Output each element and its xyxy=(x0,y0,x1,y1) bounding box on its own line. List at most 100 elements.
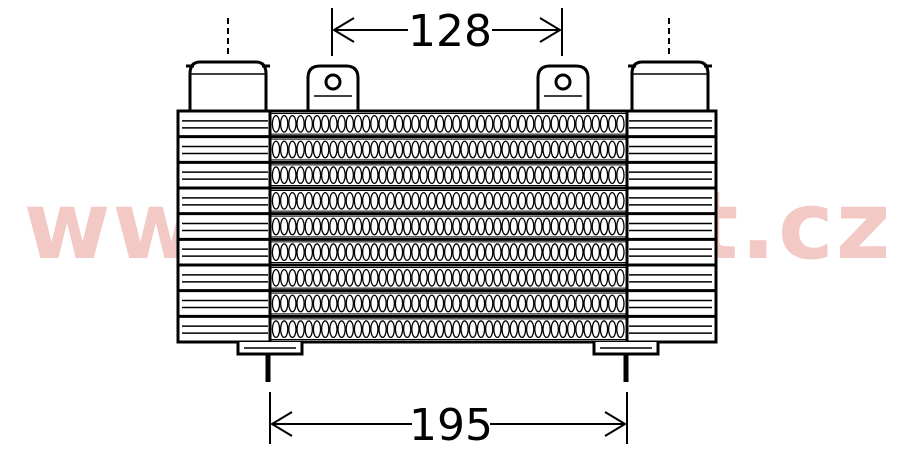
fin-loop xyxy=(353,243,363,262)
fin-loop xyxy=(501,294,510,313)
fin-loop xyxy=(476,191,486,210)
fin-loop xyxy=(370,140,379,159)
fin-loop xyxy=(558,191,568,210)
fin-loop xyxy=(427,140,437,159)
fin-loop xyxy=(304,217,314,236)
fin-loop xyxy=(296,140,305,159)
fin-loop xyxy=(591,320,601,339)
fin-loop xyxy=(566,114,576,133)
fin-loop xyxy=(542,320,551,339)
fin-loop xyxy=(337,217,346,236)
fin-loop xyxy=(353,114,363,133)
fin-loop xyxy=(575,114,584,133)
fin-loop xyxy=(509,243,519,262)
fin-loop xyxy=(542,114,551,133)
fin-loop xyxy=(591,217,601,236)
fin-loop xyxy=(337,320,346,339)
fin-loop xyxy=(296,243,305,262)
fin-loop xyxy=(288,191,297,210)
fin-loop xyxy=(419,243,428,262)
fin-loop xyxy=(419,166,428,185)
fin-loop xyxy=(361,320,371,339)
fin-loop xyxy=(599,320,609,339)
fin-loop xyxy=(583,294,592,313)
fin-loop xyxy=(542,140,551,159)
fin-loop xyxy=(411,217,420,236)
fin-loop xyxy=(599,243,609,262)
fin-loop xyxy=(550,166,560,185)
left-mounting-bracket xyxy=(306,64,360,111)
fin-loop xyxy=(312,217,322,236)
fin-loop xyxy=(402,140,412,159)
fin-loop xyxy=(271,294,281,313)
fin-loop xyxy=(484,191,494,210)
fin-loop xyxy=(378,320,387,339)
right-mounting-foot xyxy=(592,342,660,382)
fin-loop xyxy=(329,140,338,159)
fin-loop xyxy=(353,140,363,159)
fin-loop xyxy=(550,140,560,159)
fin-loop xyxy=(525,294,535,313)
fin-loop xyxy=(329,320,338,339)
fin-loop xyxy=(370,166,379,185)
fin-loop xyxy=(517,140,527,159)
fin-loop xyxy=(550,114,560,133)
fin-loop xyxy=(484,166,494,185)
fin-loop xyxy=(493,166,502,185)
fin-loop xyxy=(279,166,289,185)
fin-loop xyxy=(296,114,305,133)
fin-loop xyxy=(583,140,592,159)
fin-loop xyxy=(370,217,379,236)
fin-loop xyxy=(329,294,338,313)
fin-loop xyxy=(394,191,404,210)
fin-loop xyxy=(443,114,453,133)
fin-loop xyxy=(402,243,412,262)
fin-loop xyxy=(427,243,437,262)
fin-loop xyxy=(394,140,404,159)
fin-loop xyxy=(501,114,510,133)
fin-loop xyxy=(591,294,601,313)
fin-loop xyxy=(558,294,568,313)
fin-loop xyxy=(394,114,404,133)
fin-loop xyxy=(296,320,305,339)
fin-loop xyxy=(452,191,461,210)
fin-loop xyxy=(279,320,289,339)
fin-loop xyxy=(378,217,387,236)
fin-loop xyxy=(394,294,404,313)
fin-loop xyxy=(468,166,478,185)
intercooler-core xyxy=(176,109,718,344)
fin-loop xyxy=(361,268,371,287)
fin-loop xyxy=(329,243,338,262)
fin-loop xyxy=(452,114,461,133)
fin-loop xyxy=(599,114,609,133)
fin-loop xyxy=(370,191,379,210)
fin-loop xyxy=(476,140,486,159)
fin-loop xyxy=(271,114,281,133)
fin-loop xyxy=(616,217,625,236)
fin-loop xyxy=(304,268,314,287)
fin-loop xyxy=(607,217,617,236)
fin-loop xyxy=(460,166,469,185)
fin-loop xyxy=(435,166,445,185)
fin-loop xyxy=(575,320,584,339)
fin-loop xyxy=(386,191,396,210)
fin-loop xyxy=(296,294,305,313)
fin-loop xyxy=(435,114,445,133)
fin-loop xyxy=(542,268,551,287)
fin-loop xyxy=(517,217,527,236)
fin-loop xyxy=(312,294,322,313)
fin-loop xyxy=(411,320,420,339)
fin-loop xyxy=(427,191,437,210)
fin-loop xyxy=(279,114,289,133)
fin-loop xyxy=(468,191,478,210)
fin-loop xyxy=(501,320,510,339)
fin-loop xyxy=(296,217,305,236)
fin-loop xyxy=(509,320,519,339)
fin-loop xyxy=(452,217,461,236)
fin-loop xyxy=(460,140,469,159)
fin-loop xyxy=(452,268,461,287)
fin-loop xyxy=(501,243,510,262)
fin-loop xyxy=(304,320,314,339)
fin-loop xyxy=(517,320,527,339)
fin-loop xyxy=(411,294,420,313)
